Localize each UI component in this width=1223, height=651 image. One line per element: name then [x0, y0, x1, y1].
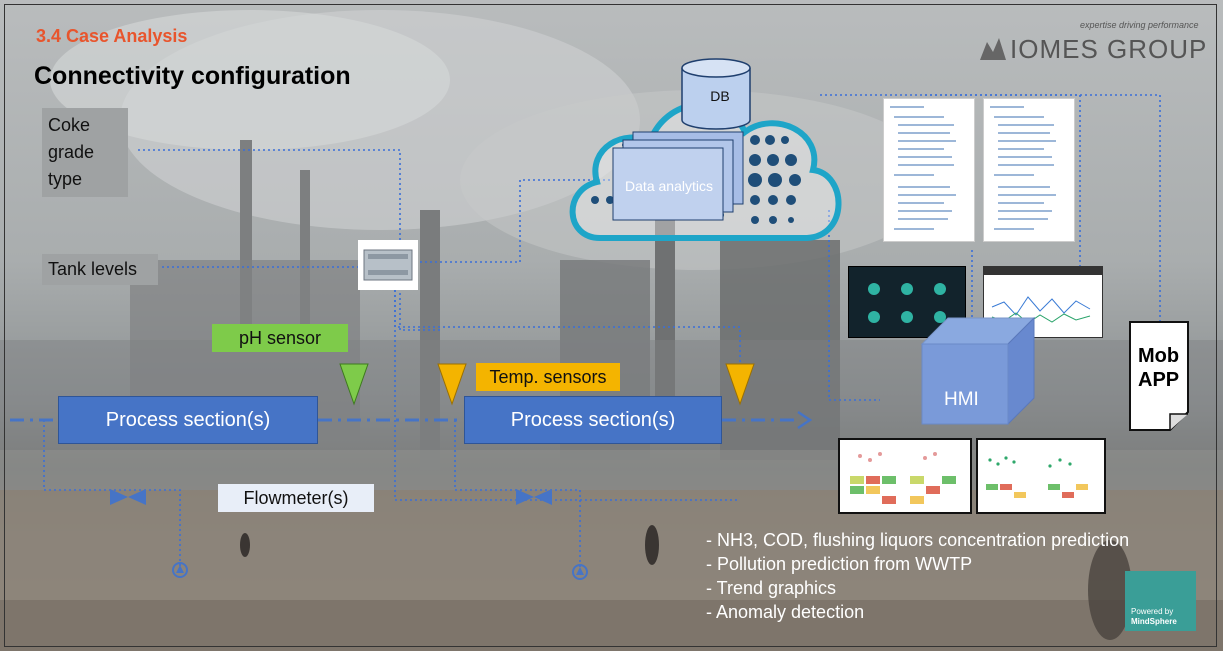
json-document-left: [883, 98, 975, 242]
iot-gateway-device: [358, 240, 418, 290]
ph-sensor-icon: [339, 363, 369, 406]
outcomes-list: - NH3, COD, flushing liquors concentrati…: [706, 528, 1129, 624]
db-label: DB: [710, 88, 730, 104]
process-section-left: Process section(s): [58, 396, 318, 444]
badge-brand: MindSphere: [1131, 617, 1177, 626]
coke-grade-label: Coke grade type: [42, 108, 128, 197]
flowmeter-icon-left: [172, 562, 188, 578]
ph-sensor-label: pH sensor: [212, 324, 348, 352]
database-icon: [681, 58, 751, 130]
flowmeter-icon-right: [572, 564, 588, 580]
section-number: 3.4 Case Analysis: [36, 26, 188, 46]
logo-name: IOMES GROUP: [1010, 34, 1208, 64]
outcome-item: - NH3, COD, flushing liquors concentrati…: [706, 530, 1130, 550]
outcome-item: - Anomaly detection: [706, 602, 865, 622]
mindsphere-badge: Powered by MindSphere: [1125, 571, 1196, 631]
mob-app-document-icon: [1129, 321, 1189, 431]
badge-powered-by: Powered by: [1131, 607, 1174, 616]
analytics-screenshot-trends: [976, 438, 1106, 514]
company-logo-icon: [980, 38, 1006, 60]
data-analytics-icon: [612, 131, 744, 221]
json-document-right: [983, 98, 1075, 242]
page-title: Connectivity configuration: [34, 62, 351, 90]
temp-sensors-label: Temp. sensors: [476, 363, 620, 391]
valve-icon-left: [110, 489, 146, 505]
process-section-right: Process section(s): [464, 396, 722, 444]
hmi-label: HMI: [944, 389, 979, 410]
analytics-screenshot-heatmap: [838, 438, 972, 514]
tank-levels-label: Tank levels: [42, 254, 158, 285]
outcome-item: - Trend graphics: [706, 578, 837, 598]
hmi-cube-icon: [920, 316, 1036, 426]
valve-icon-right: [516, 489, 552, 505]
cloud-icon: [569, 58, 842, 241]
temp-sensor-icon-right: [725, 363, 755, 406]
mob-app-label-line2: APP: [1138, 369, 1180, 391]
mob-app-label-line1: Mob: [1138, 345, 1180, 367]
flowmeter-label: Flowmeter(s): [218, 484, 374, 512]
data-analytics-label: Data analytics: [625, 178, 713, 194]
temp-sensor-icon-left: [437, 363, 467, 406]
logo-tagline: expertise driving performance: [1080, 20, 1199, 30]
outcome-item: - Pollution prediction from WWTP: [706, 554, 973, 574]
